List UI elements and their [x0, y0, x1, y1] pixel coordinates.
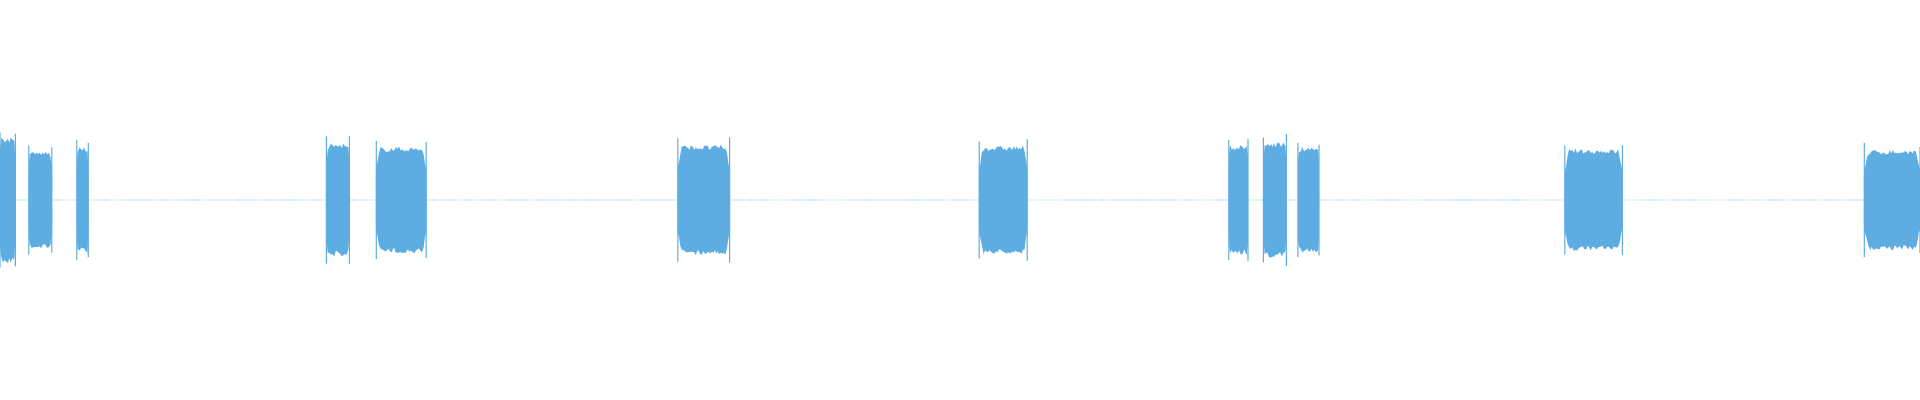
waveform-burst-12	[1863, 149, 1920, 251]
waveform-burst-5	[375, 146, 427, 254]
waveform-burst-9	[1263, 142, 1287, 258]
waveform-burst-1	[0, 137, 16, 263]
waveform-burst-3	[76, 147, 89, 253]
waveform-burst-4	[326, 143, 350, 257]
waveform-burst-6	[677, 144, 730, 256]
waveform-burst-10	[1297, 147, 1320, 253]
waveform-burst-8	[1228, 145, 1249, 255]
waveform-burst-7	[978, 145, 1028, 255]
waveform-layer	[0, 132, 1920, 268]
waveform-burst-2	[28, 151, 53, 249]
waveform-burst-11	[1564, 148, 1623, 251]
